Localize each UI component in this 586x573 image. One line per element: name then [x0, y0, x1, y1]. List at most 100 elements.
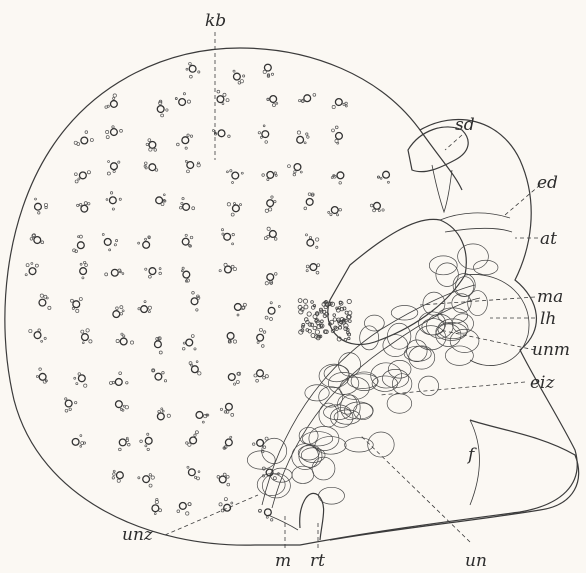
cell	[426, 314, 453, 338]
yolk-granule	[145, 268, 162, 278]
yolk-granule	[102, 233, 117, 250]
cell	[345, 438, 374, 452]
yolk-granule	[185, 160, 200, 172]
stipple-dot	[344, 338, 347, 341]
cell	[455, 277, 473, 297]
yolk-granule	[182, 335, 196, 350]
cell	[382, 369, 408, 387]
cell	[387, 394, 412, 413]
yolk-granule	[177, 134, 193, 149]
yolk-granule	[177, 503, 191, 516]
stipple-dot	[330, 320, 334, 324]
yolk-granule	[155, 337, 163, 354]
yolk-granule	[265, 302, 280, 321]
cell	[301, 448, 325, 463]
cell	[315, 437, 346, 455]
yolk-granule	[223, 436, 232, 449]
cell	[391, 306, 418, 321]
stipple-dot	[339, 326, 342, 329]
yolk-granule	[80, 261, 88, 279]
cell	[292, 466, 314, 483]
yolk-granule	[140, 433, 152, 451]
yolk-granule	[258, 509, 272, 521]
yolk-granule	[191, 291, 200, 311]
yolk-granule	[267, 96, 278, 107]
label-lh: lh	[540, 309, 556, 329]
label-rt: rt	[310, 551, 325, 571]
yolk-granule	[138, 236, 151, 248]
yolk-granule	[186, 62, 200, 78]
stipple-dot	[315, 330, 319, 334]
yolk-granule	[138, 474, 155, 488]
cell	[309, 426, 339, 450]
yolk-granule	[220, 403, 233, 416]
stipple-dot	[348, 337, 350, 339]
yolk-granule	[265, 273, 277, 285]
yolk-granule	[187, 466, 200, 480]
stipple-dot	[313, 326, 316, 329]
yolk-granule	[65, 398, 77, 412]
yolk-granule	[107, 161, 120, 176]
yolk-granule	[181, 267, 189, 282]
yolk-granule	[182, 234, 193, 247]
yolk-granule	[217, 90, 229, 104]
yolk-granule	[264, 227, 277, 240]
stipple-dot	[304, 305, 308, 309]
yolk-granule	[179, 198, 194, 211]
cell	[419, 376, 439, 396]
yolk-granule	[332, 99, 347, 109]
yolk-granule	[331, 172, 344, 184]
yolk-granule	[74, 131, 93, 146]
yolk-granule	[234, 303, 246, 316]
yolk-sphere-outline	[5, 48, 462, 545]
yolk-granule	[77, 202, 90, 212]
yolk-granule	[219, 263, 237, 273]
stipple-dot	[333, 318, 336, 321]
stipple-dot	[307, 312, 311, 316]
stipple-dot	[321, 320, 324, 323]
cell	[247, 451, 275, 469]
yolk-granule	[35, 198, 48, 214]
foot-outline	[330, 420, 579, 540]
yolk-granule	[105, 269, 124, 276]
yolk-granule	[262, 172, 277, 181]
cell	[368, 432, 395, 457]
yolk-granule	[263, 64, 274, 77]
yolk-granule	[377, 171, 389, 183]
yolk-granule	[81, 329, 92, 344]
yolk-granule	[227, 170, 244, 184]
label-at: at	[540, 229, 557, 249]
yolk-granule	[36, 368, 47, 383]
yolk-granule	[332, 126, 343, 144]
yolk-granule	[105, 94, 117, 108]
yolk-granule	[106, 126, 123, 139]
label-m: m	[275, 551, 291, 571]
yolk-granule	[219, 498, 233, 512]
stipple-dot	[311, 301, 314, 304]
yolk-granule	[297, 131, 309, 144]
yolk-granule	[106, 192, 121, 211]
cell	[445, 346, 473, 365]
yolk-granule	[25, 262, 38, 275]
yolk-granule	[189, 361, 201, 375]
yolk-granule	[221, 229, 234, 245]
yolk-granule	[157, 408, 170, 420]
yolk-granule	[74, 171, 90, 183]
cell	[312, 457, 335, 480]
cell	[257, 474, 285, 496]
yolk-granule	[228, 372, 240, 385]
stipple-dot	[298, 299, 302, 303]
yolk-granule	[115, 401, 128, 412]
yolk-granule	[288, 164, 303, 176]
yolk-granule	[196, 412, 209, 423]
cell	[364, 315, 384, 331]
yolk-granule	[257, 328, 266, 347]
cell	[473, 260, 498, 274]
yolk-granule	[227, 333, 236, 344]
yolk-granule	[29, 329, 47, 342]
yolk-granule	[227, 202, 241, 216]
cell	[347, 374, 378, 389]
canal-upper	[440, 213, 510, 220]
yolk-granule	[30, 234, 44, 244]
